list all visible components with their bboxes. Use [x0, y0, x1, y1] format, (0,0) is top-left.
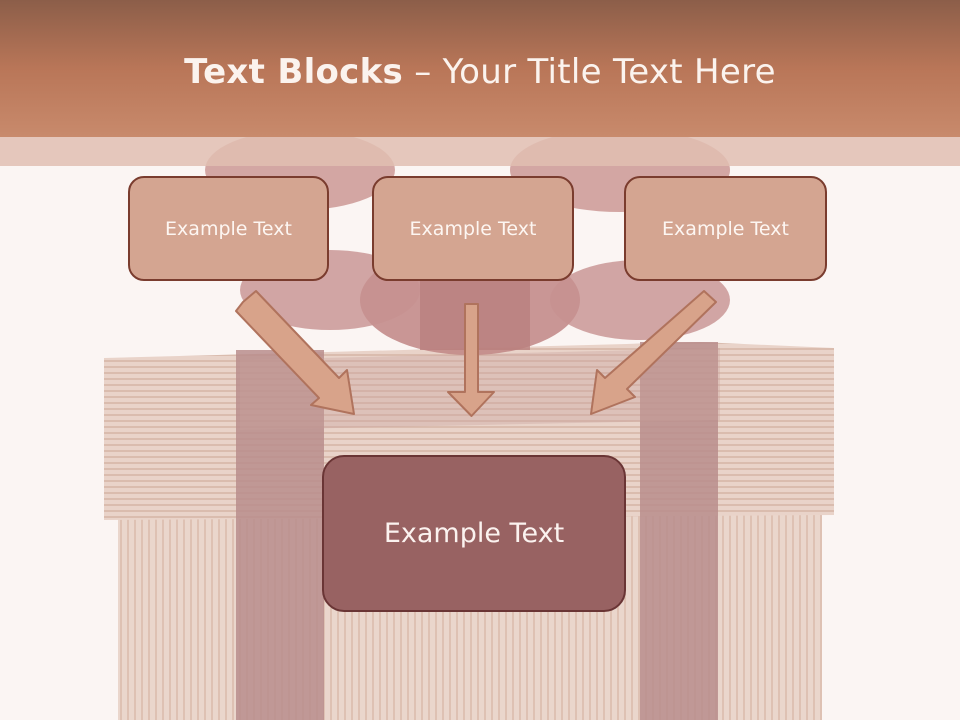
down-right-arrow [235, 290, 355, 415]
text-block-main-label: Example Text [383, 518, 565, 549]
text-block-main[interactable]: Example Text [322, 455, 626, 612]
text-block-3[interactable]: Example Text [624, 176, 827, 281]
header-band [0, 137, 960, 166]
down-left-arrow [590, 290, 717, 415]
down-arrow [447, 303, 495, 417]
slide-title-rest: Your Title Text Here [442, 52, 776, 92]
title-bar [0, 0, 960, 137]
text-block-2[interactable]: Example Text [372, 176, 574, 281]
text-block-1[interactable]: Example Text [128, 176, 329, 281]
text-block-2-label: Example Text [409, 217, 537, 240]
slide-title: Text Blocks – Your Title Text Here [0, 52, 960, 92]
slide-title-bold: Text Blocks [184, 52, 404, 92]
text-block-3-label: Example Text [662, 217, 789, 240]
slide-title-separator: – [403, 52, 443, 92]
text-block-1-label: Example Text [165, 217, 292, 240]
